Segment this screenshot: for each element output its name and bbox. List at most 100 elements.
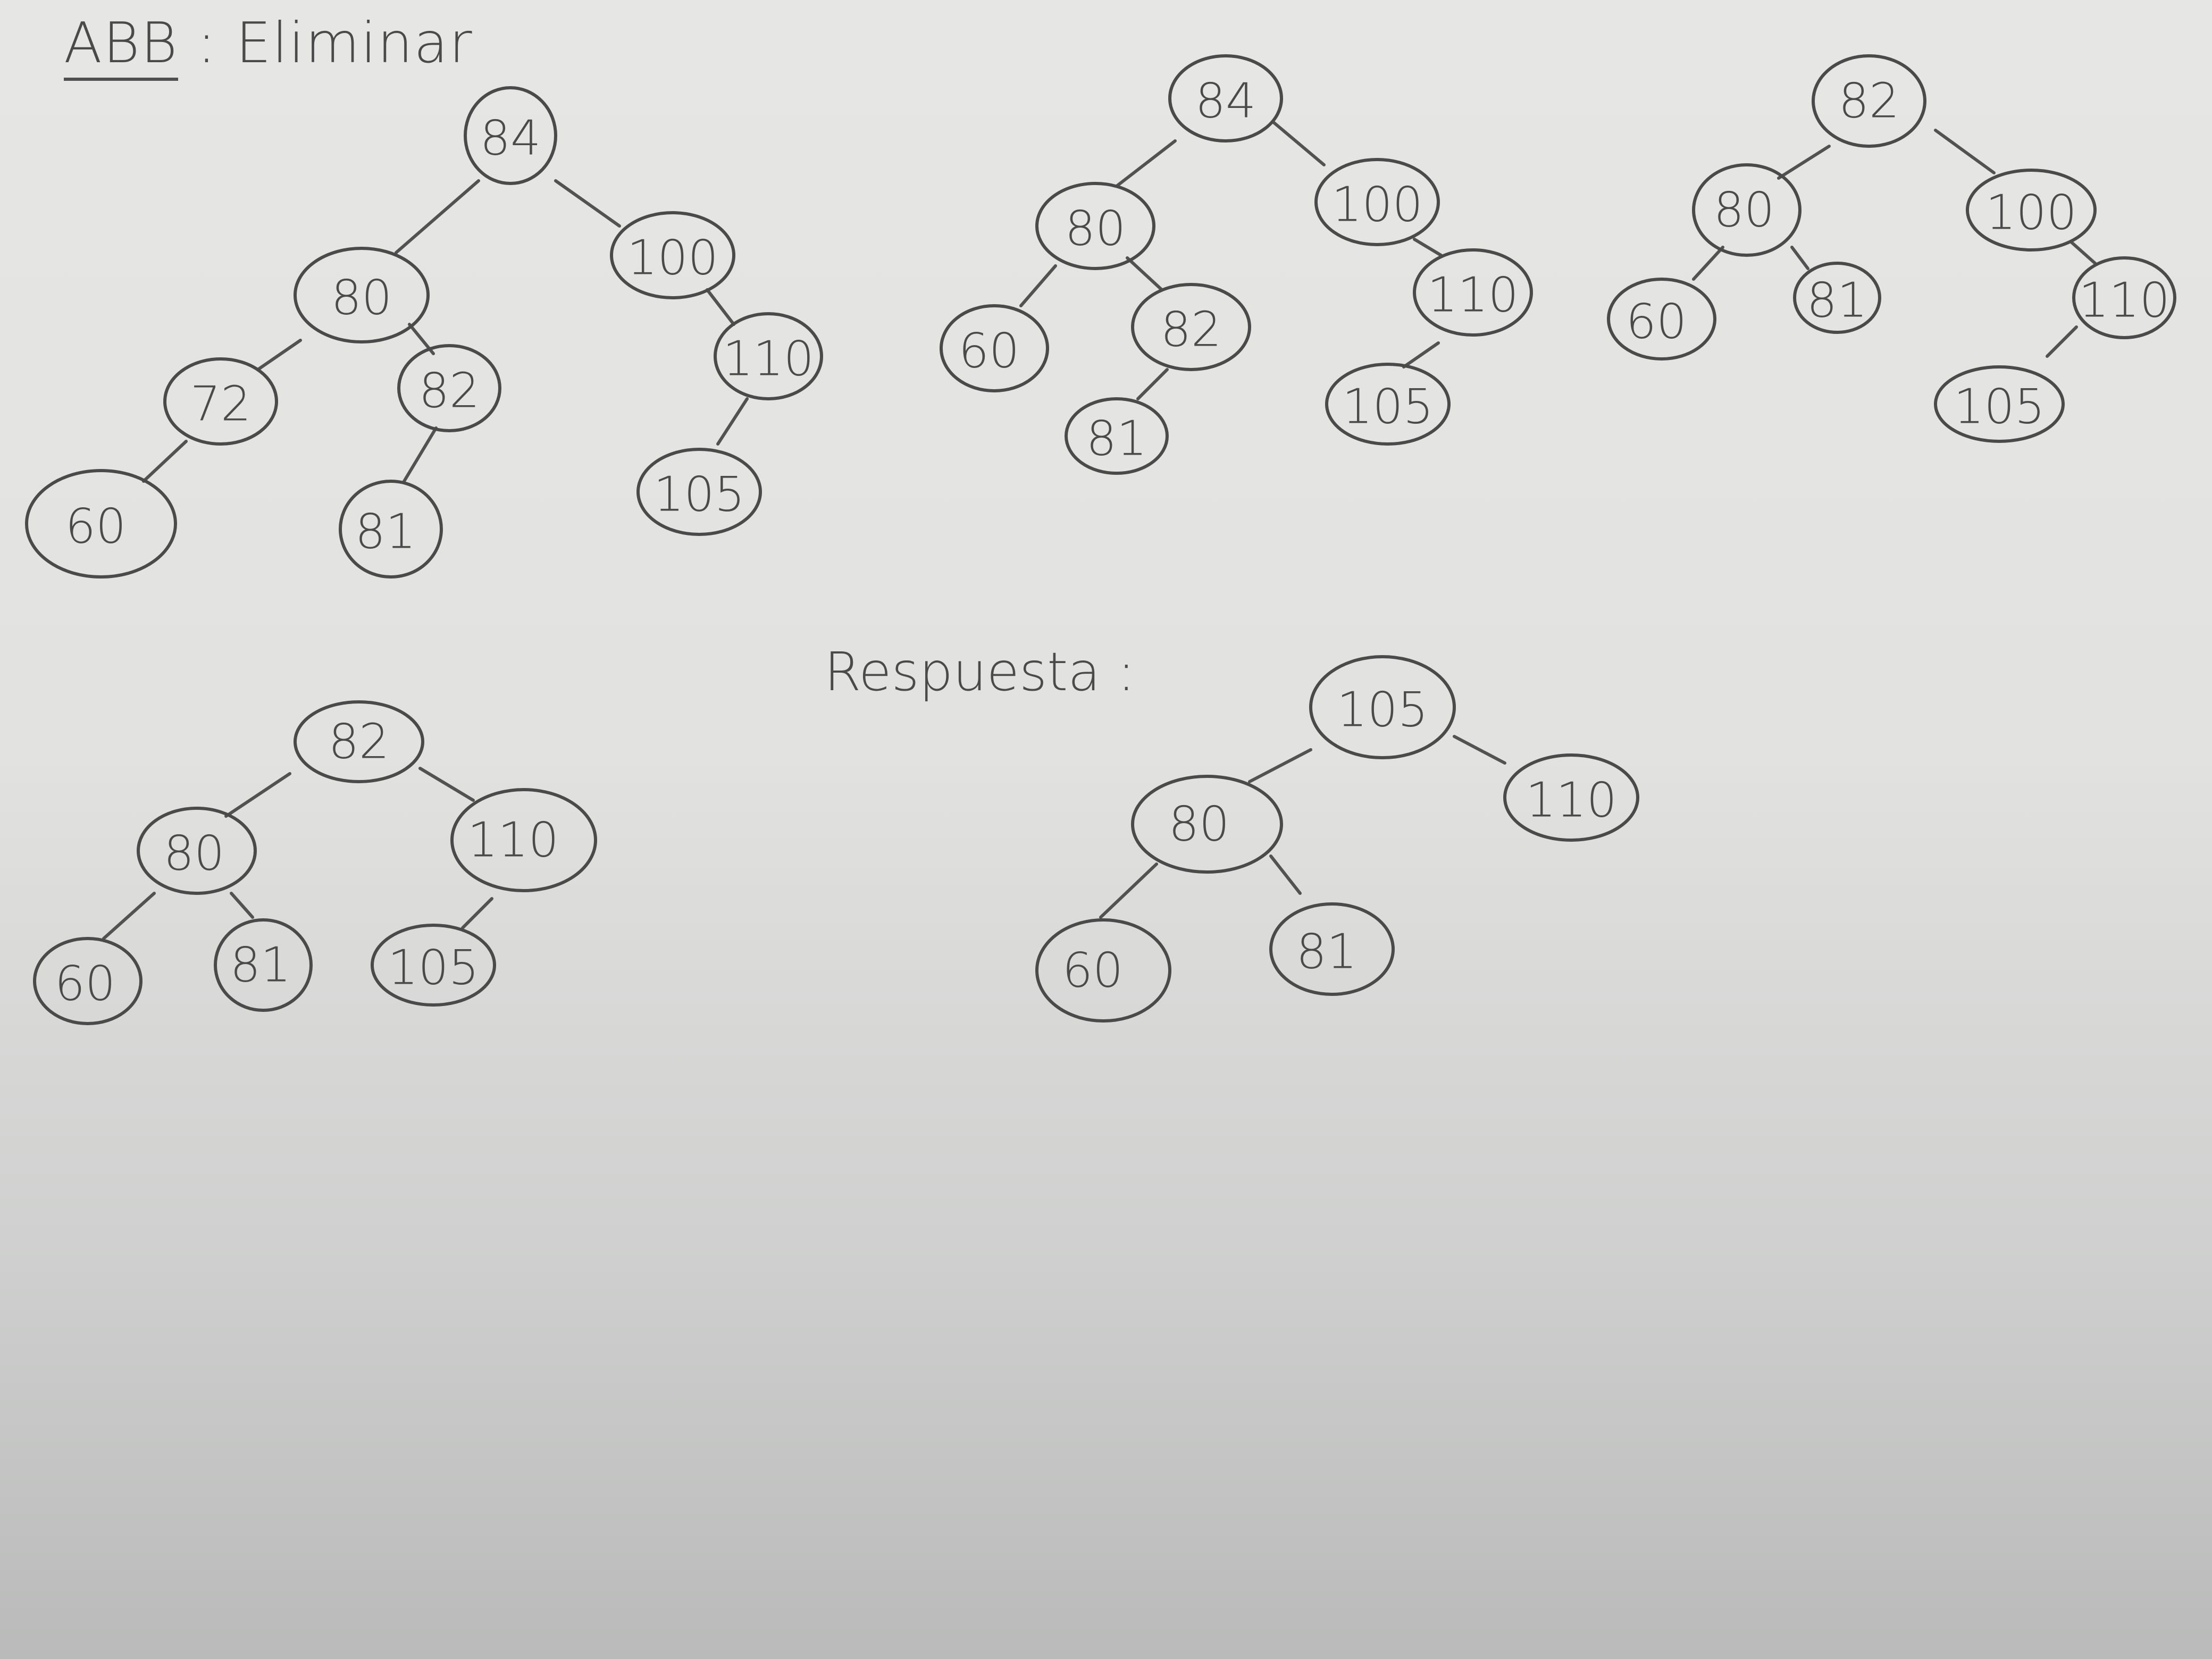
tree-node: 100 <box>1314 158 1440 246</box>
tree-node: 81 <box>1269 902 1395 996</box>
tree-4-edge-82-80 <box>224 772 291 818</box>
tree-node: 80 <box>294 247 430 343</box>
tree-2-edge-82-81 <box>1136 368 1169 400</box>
tree-1: 84 80 100 72 82 110 <box>25 86 823 579</box>
tree-4-edge-80-81 <box>230 892 254 919</box>
node-label: 81 <box>1296 924 1358 980</box>
tree-2-edge-80-82 <box>1126 256 1163 291</box>
tree-node: 82 <box>397 344 501 432</box>
tree-3-edge-80-60 <box>1692 246 1724 281</box>
tree-1-edge-84-80 <box>395 179 480 254</box>
tree-node: 81 <box>1065 397 1169 475</box>
node-label: 110 <box>2079 273 2170 329</box>
node-label: 60 <box>1062 943 1124 999</box>
node-label: 81 <box>1086 411 1147 467</box>
tree-3-edge-82-100 <box>1934 129 1996 174</box>
tree-node: 82 <box>294 700 424 783</box>
title-abb: ABB <box>64 11 179 81</box>
tree-1-edge-100-110 <box>706 288 735 326</box>
node-label: 60 <box>959 323 1020 379</box>
node-label: 80 <box>164 826 225 882</box>
tree-2: 84 80 100 60 82 110 <box>940 54 1533 475</box>
tree-1-edge-72-60 <box>142 440 188 483</box>
tree-2-edge-84-80 <box>1115 139 1177 188</box>
tree-node: 105 <box>371 924 496 1007</box>
node-label: 84 <box>480 111 541 166</box>
node-label: 60 <box>65 499 127 555</box>
node-label: 100 <box>1985 185 2077 241</box>
tree-node: 105 <box>1934 365 2065 443</box>
tree-2-edge-110-105 <box>1402 341 1440 368</box>
tree-node: 60 <box>940 304 1049 392</box>
node-label: 110 <box>1526 773 1617 828</box>
tree-3-edge-110-105 <box>2046 325 2078 358</box>
node-label: 72 <box>190 376 252 432</box>
node-label: 80 <box>331 270 392 326</box>
tree-node: 100 <box>610 211 735 299</box>
node-label: 80 <box>1714 182 1775 238</box>
tree-answer-edge-105-110 <box>1453 735 1506 765</box>
title-separator: : <box>197 11 217 76</box>
node-label: 110 <box>467 812 559 868</box>
tree-node: 100 <box>1966 169 2097 252</box>
node-label: 81 <box>230 937 291 993</box>
tree-4-edge-110-105 <box>461 897 493 929</box>
tree-node: 80 <box>1035 182 1155 270</box>
node-label: 82 <box>329 714 390 770</box>
tree-3: 82 80 100 60 81 110 <box>1607 54 2176 443</box>
tree-node: 110 <box>1503 753 1639 842</box>
tree-2-edge-84-100 <box>1272 121 1326 166</box>
tree-node: 80 <box>137 807 257 895</box>
tree-node: 81 <box>339 480 443 579</box>
node-label: 105 <box>653 467 745 523</box>
tree-node: 110 <box>450 788 597 892</box>
tree-node: 84 <box>464 86 557 185</box>
node-label: 105 <box>388 940 479 996</box>
tree-node: 105 <box>1325 363 1451 446</box>
node-label: 100 <box>1331 177 1423 233</box>
answer-label: Respuesta : <box>824 641 1136 703</box>
tree-4-edge-80-60 <box>102 892 156 940</box>
node-label: 110 <box>1427 267 1519 323</box>
node-label: 80 <box>1169 797 1230 852</box>
tree-1-edge-110-105 <box>716 397 749 446</box>
tree-node: 84 <box>1168 54 1283 143</box>
tree-4-edge-82-110 <box>418 767 475 802</box>
node-label: 80 <box>1065 201 1126 257</box>
tree-2-edge-100-110 <box>1413 238 1443 257</box>
tree-node: 81 <box>214 918 313 1012</box>
tree-node: 110 <box>714 312 823 400</box>
node-label: 84 <box>1195 73 1256 129</box>
tree-answer-edge-105-80 <box>1248 748 1312 783</box>
tree-node: 60 <box>1607 278 1716 361</box>
tree-1-edge-82-81 <box>403 426 438 483</box>
tree-node: 81 <box>1793 262 1881 334</box>
node-label: 105 <box>1954 379 2045 435</box>
tree-answer-edge-80-60 <box>1099 862 1158 919</box>
tree-3-edge-100-110 <box>2069 240 2097 265</box>
tree-4: 82 80 110 60 81 105 <box>33 700 597 1025</box>
tree-node: 82 <box>1812 54 1926 148</box>
tree-node: 60 <box>1035 918 1171 1023</box>
tree-node: 105 <box>1309 655 1456 759</box>
node-label: 100 <box>627 230 718 286</box>
tree-1-edge-84-100 <box>554 179 621 228</box>
node-label: 60 <box>1626 294 1687 350</box>
tree-node: 80 <box>1692 163 1802 257</box>
tree-2-edge-80-60 <box>1019 264 1057 307</box>
tree-node: 110 <box>1413 248 1533 337</box>
node-label: 60 <box>55 956 116 1012</box>
tree-node: 80 <box>1131 775 1283 874</box>
node-label: 105 <box>1342 379 1434 435</box>
node-label: 110 <box>723 331 814 387</box>
page-title: ABB : Eliminar <box>64 11 473 81</box>
node-label: 82 <box>419 363 480 419</box>
tree-1-edge-80-72 <box>256 339 302 371</box>
title-rest: Eliminar <box>236 11 473 76</box>
node-label: 82 <box>1839 73 1900 129</box>
tree-node: 110 <box>2072 256 2176 339</box>
tree-answer: 105 80 110 60 81 <box>1035 655 1639 1023</box>
tree-3-edge-82-80 <box>1777 145 1831 180</box>
